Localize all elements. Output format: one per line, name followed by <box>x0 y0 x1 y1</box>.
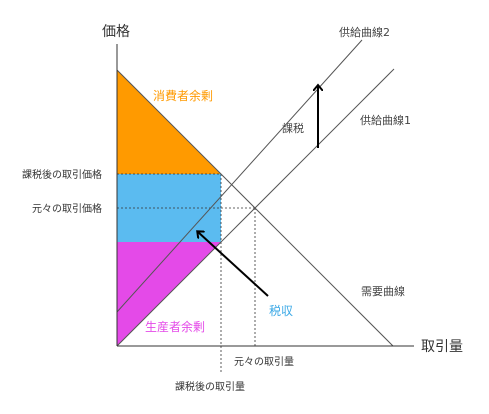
tax-revenue-arrow <box>198 232 269 297</box>
supply-curve-2-label: 供給曲線2 <box>339 25 390 39</box>
taxed-quantity-label: 課税後の取引量 <box>175 380 245 393</box>
supply-curve-1 <box>116 68 395 347</box>
original-quantity-label: 元々の取引量 <box>234 356 294 368</box>
demand-curve-label: 需要曲線 <box>361 284 405 298</box>
y-axis-title: 価格 <box>102 24 130 40</box>
original-price-label: 元々の取引価格 <box>32 202 102 215</box>
x-axis-title: 取引量 <box>421 339 463 355</box>
tax-label: 課税 <box>282 121 304 135</box>
tax-revenue-label: 税収 <box>269 304 293 318</box>
consumer-surplus-label: 消費者余剰 <box>153 88 213 103</box>
supply-curve-1-label: 供給曲線1 <box>360 113 411 127</box>
producer-surplus-label: 生産者余剰 <box>145 319 205 334</box>
taxed-price-label: 課税後の取引価格 <box>22 168 102 181</box>
